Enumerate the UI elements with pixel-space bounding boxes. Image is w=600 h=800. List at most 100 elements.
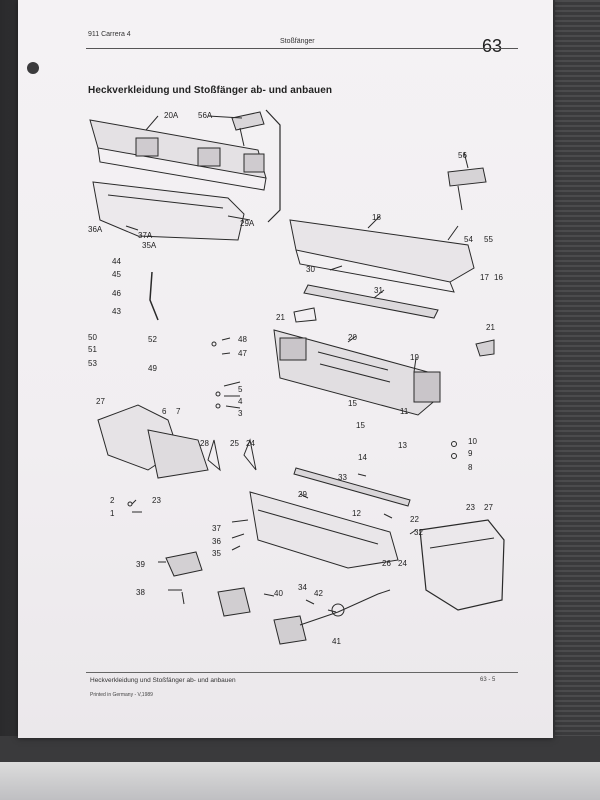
part-20-carrier bbox=[273, 329, 439, 416]
callout-10: 10 bbox=[468, 437, 477, 446]
callout-46: 46 bbox=[112, 289, 121, 298]
callout-54: 54 bbox=[464, 235, 473, 244]
part-29A-ridge bbox=[107, 194, 224, 209]
callout-18: 18 bbox=[372, 213, 381, 222]
callout-1: 1 bbox=[110, 509, 115, 518]
callout-14: 14 bbox=[358, 453, 367, 462]
footer-printed: Printed in Germany - V,1989 bbox=[90, 692, 153, 698]
callout-17: 17 bbox=[480, 273, 489, 282]
callout-35A: 35A bbox=[142, 241, 157, 250]
part-46-rod bbox=[149, 271, 159, 321]
callout-37A: 37A bbox=[138, 231, 153, 240]
callout-33: 33 bbox=[338, 473, 347, 482]
callout-38: 38 bbox=[136, 588, 145, 597]
callout-15-upper: 15 bbox=[348, 399, 357, 408]
callout-25: 25 bbox=[230, 439, 239, 448]
callout-55: 55 bbox=[484, 235, 493, 244]
part-27-plate bbox=[147, 429, 209, 479]
callout-11: 11 bbox=[400, 407, 409, 416]
callout-28: 28 bbox=[200, 439, 209, 448]
callout-31: 31 bbox=[374, 286, 383, 295]
callout-41: 41 bbox=[332, 637, 341, 646]
bottom-surface bbox=[0, 736, 600, 800]
callout-27-right: 27 bbox=[484, 503, 493, 512]
part-21-left bbox=[293, 307, 317, 323]
callout-43: 43 bbox=[112, 307, 121, 316]
part-41-grommet bbox=[331, 603, 345, 617]
fastener bbox=[215, 403, 221, 409]
callout-23-left: 23 bbox=[152, 496, 161, 505]
part-23-ridge bbox=[429, 537, 495, 549]
callout-48: 48 bbox=[238, 335, 247, 344]
inset-divider bbox=[265, 109, 281, 223]
fastener bbox=[211, 341, 217, 347]
part-20A-block bbox=[243, 153, 265, 173]
callout-12: 12 bbox=[352, 509, 361, 518]
callout-40: 40 bbox=[274, 589, 283, 598]
callout-7: 7 bbox=[176, 407, 181, 416]
part-28 bbox=[207, 439, 221, 472]
adjacent-page-edge bbox=[555, 0, 600, 800]
callout-27-left: 27 bbox=[96, 397, 105, 406]
part-20-block bbox=[279, 337, 307, 361]
callout-50: 50 bbox=[88, 333, 97, 342]
callout-19: 19 bbox=[410, 353, 419, 362]
fastener bbox=[451, 441, 457, 447]
callout-47: 47 bbox=[238, 349, 247, 358]
part-40-mount bbox=[273, 615, 307, 645]
part-40-mount bbox=[217, 587, 251, 617]
part-41-cable bbox=[299, 589, 391, 626]
callout-16: 16 bbox=[494, 273, 503, 282]
callout-32: 32 bbox=[414, 528, 423, 537]
callout-20: 20 bbox=[348, 333, 357, 342]
page-number: 63 bbox=[482, 36, 503, 56]
part-18-underside bbox=[295, 249, 455, 293]
callout-51: 51 bbox=[88, 345, 97, 354]
callout-29A: 29A bbox=[240, 219, 255, 228]
callout-36A: 36A bbox=[88, 225, 103, 234]
callout-39: 39 bbox=[136, 560, 145, 569]
callout-34: 34 bbox=[298, 583, 307, 592]
callout-36: 36 bbox=[212, 537, 221, 546]
callout-35: 35 bbox=[212, 549, 221, 558]
punch-hole bbox=[27, 62, 39, 74]
callout-6: 6 bbox=[162, 407, 167, 416]
part-56 bbox=[447, 167, 487, 187]
part-20-block bbox=[413, 371, 441, 403]
callout-45: 45 bbox=[112, 270, 121, 279]
callout-29: 29 bbox=[298, 490, 307, 499]
callout-26: 26 bbox=[382, 559, 391, 568]
page-title: Heckverkleidung und Stoßfänger ab- und a… bbox=[88, 85, 333, 96]
callout-44: 44 bbox=[112, 257, 121, 266]
part-39 bbox=[165, 551, 203, 577]
callout-22: 22 bbox=[410, 515, 419, 524]
callout-3: 3 bbox=[238, 409, 243, 418]
callout-24-upper: 24 bbox=[246, 439, 255, 448]
footer-page-ref: 63 - 5 bbox=[480, 677, 496, 683]
callout-53: 53 bbox=[88, 359, 97, 368]
callout-21-left: 21 bbox=[276, 313, 285, 322]
callout-2: 2 bbox=[110, 496, 115, 505]
footer-title: Heckverkleidung und Stoßfänger ab- und a… bbox=[90, 677, 236, 684]
footer-rule bbox=[86, 672, 518, 673]
part-20-slots bbox=[317, 351, 391, 383]
callout-37: 37 bbox=[212, 524, 221, 533]
callout-49: 49 bbox=[148, 364, 157, 373]
part-20A-underside bbox=[97, 147, 267, 191]
callout-9: 9 bbox=[468, 449, 473, 458]
part-56A-pin bbox=[239, 127, 245, 147]
callout-5: 5 bbox=[238, 385, 243, 394]
callout-56: 56 bbox=[458, 151, 467, 160]
manual-page: 911 Carrera 4 Stoßfänger 63 Heckverkleid… bbox=[18, 0, 553, 738]
callout-56A: 56A bbox=[198, 111, 213, 120]
callout-30: 30 bbox=[306, 265, 315, 274]
part-21-right bbox=[475, 339, 495, 357]
part-23-right-cover bbox=[419, 519, 505, 611]
fastener bbox=[215, 391, 221, 397]
part-29-crease bbox=[257, 509, 379, 545]
callout-20A: 20A bbox=[164, 111, 179, 120]
part-25 bbox=[243, 438, 257, 471]
fastener bbox=[127, 501, 133, 507]
part-31-rail bbox=[303, 284, 439, 319]
callout-42: 42 bbox=[314, 589, 323, 598]
